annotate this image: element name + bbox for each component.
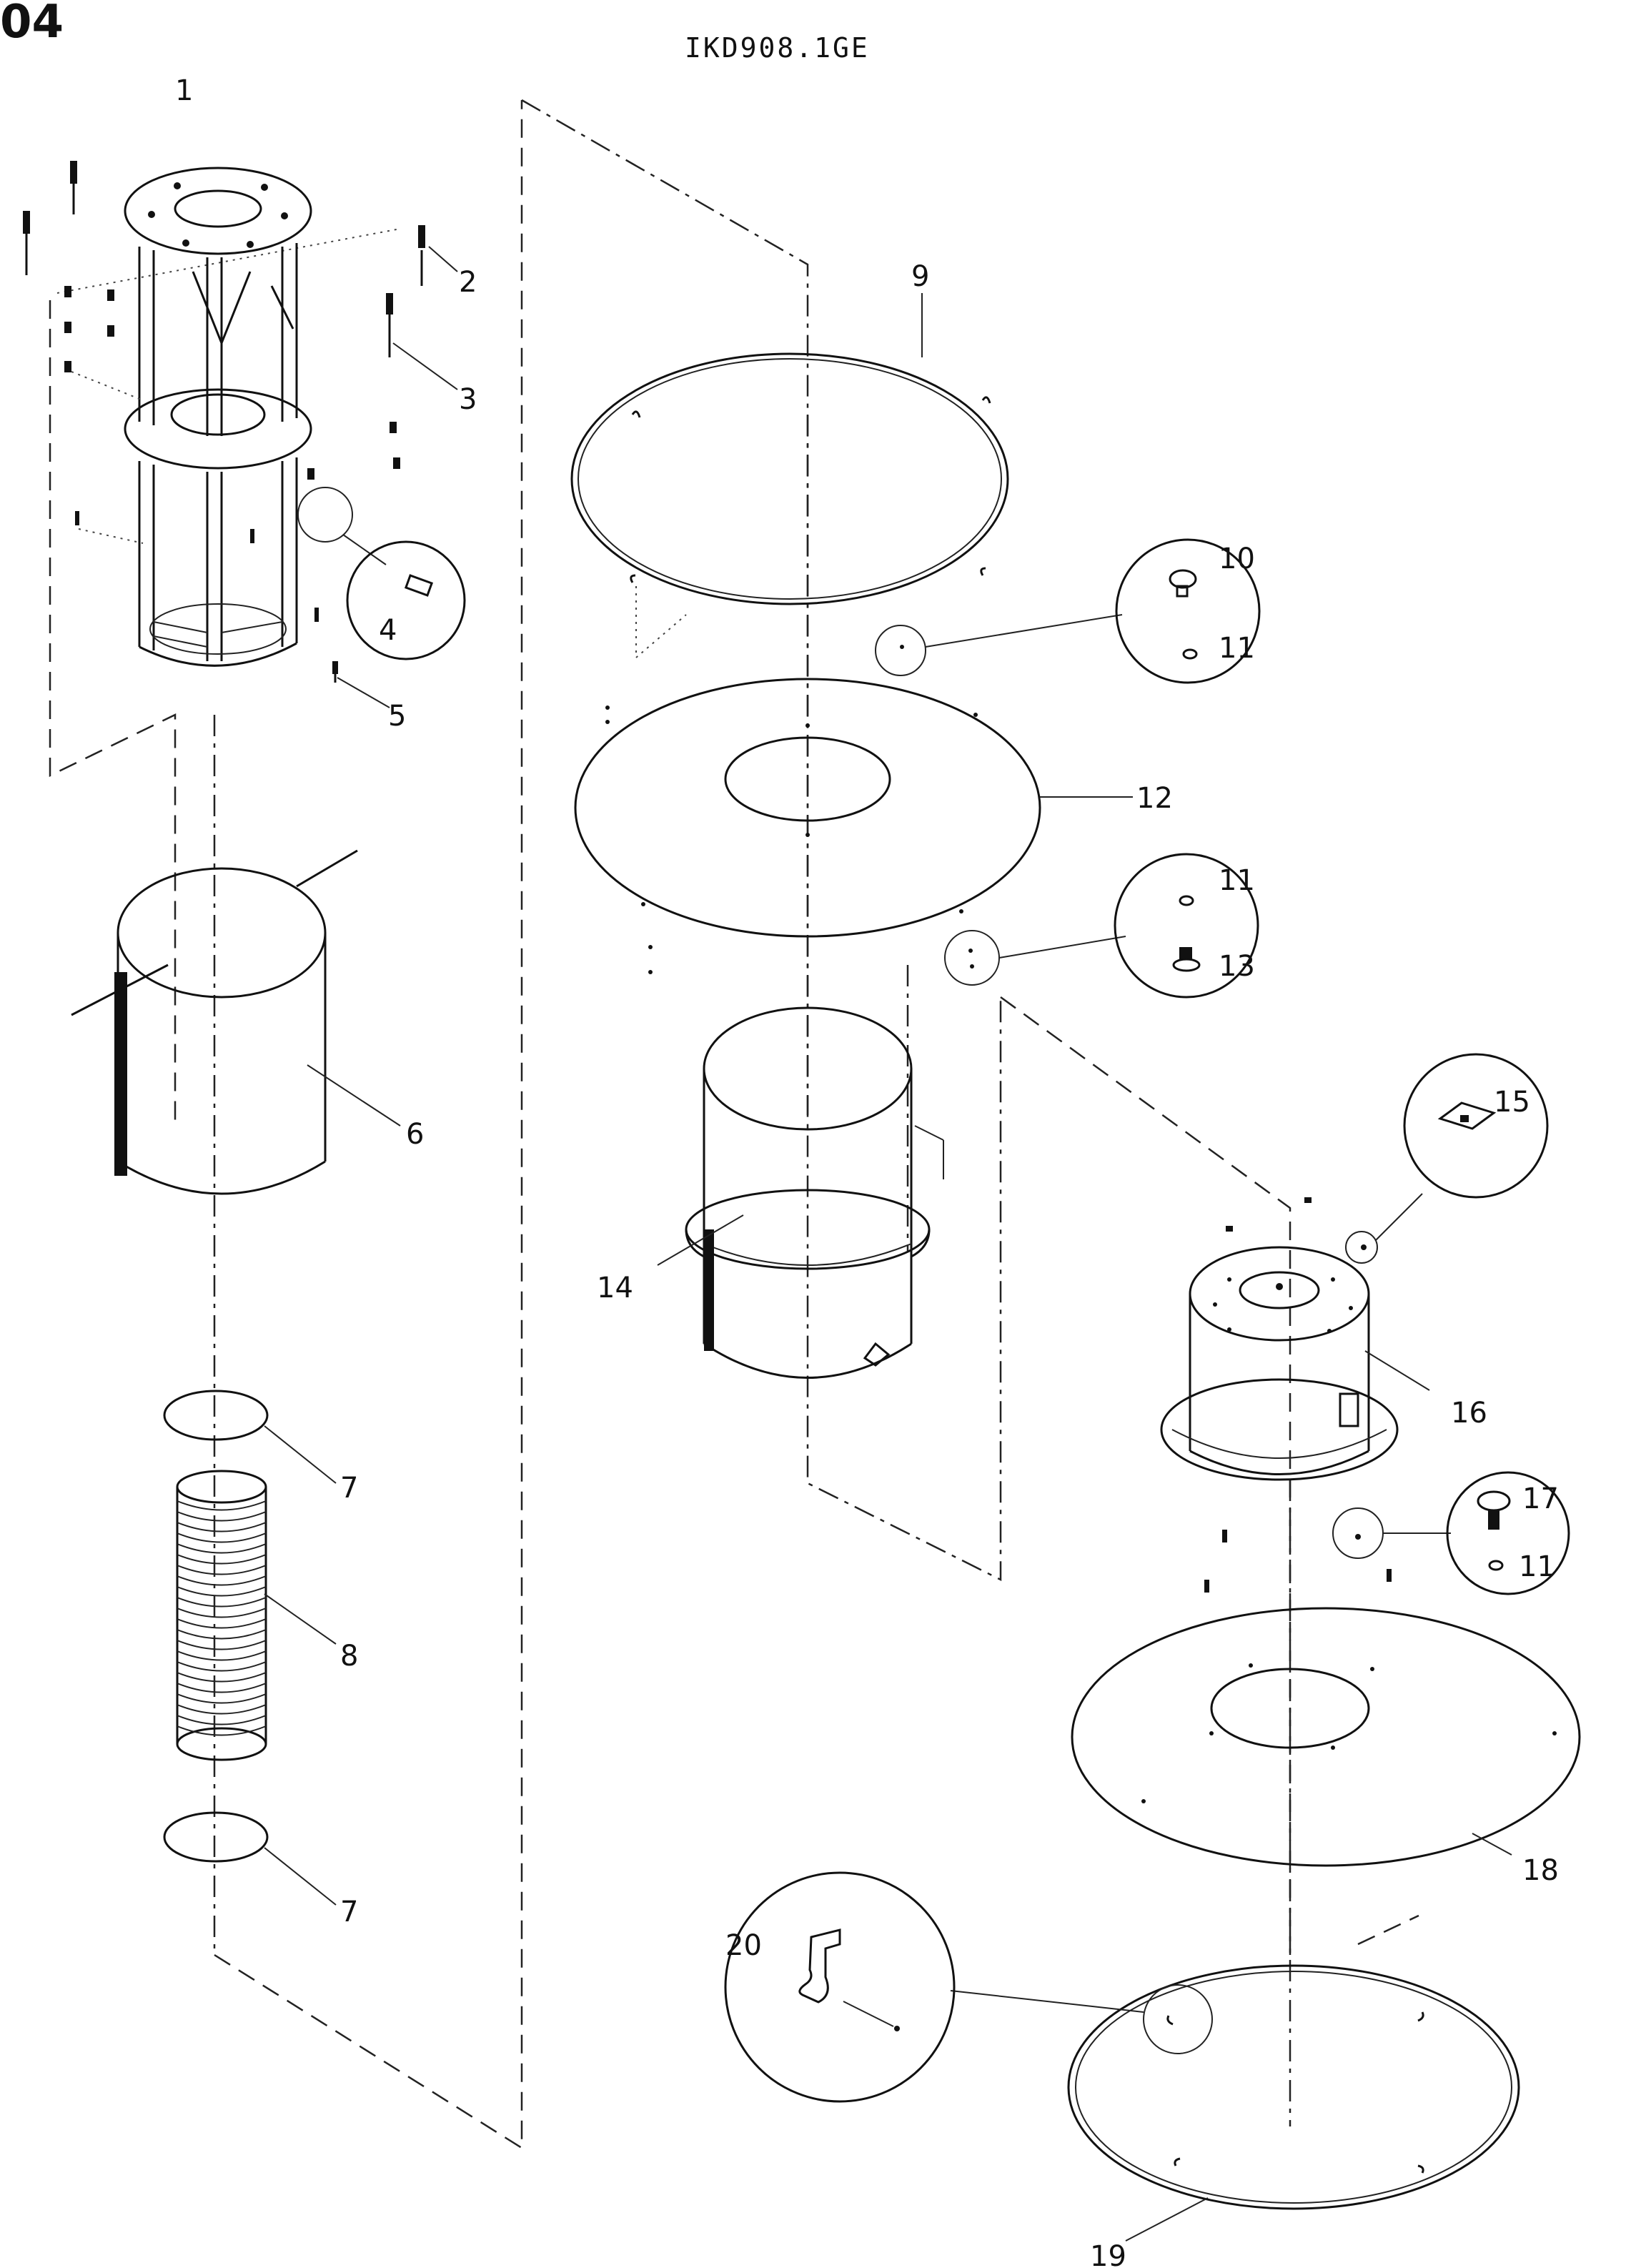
callout-11-a: 11 — [1219, 632, 1255, 665]
part-9-ring — [570, 293, 1009, 605]
callout-9: 9 — [911, 260, 929, 293]
left-assembly-guides — [49, 100, 523, 2150]
callout-11-b: 11 — [1219, 864, 1255, 897]
callout-11-c: 11 — [1519, 1550, 1555, 1583]
callout-7-lower: 7 — [340, 1896, 358, 1928]
part-12-disc — [574, 678, 1133, 974]
part-3-screw — [386, 293, 458, 390]
callout-17: 17 — [1522, 1482, 1559, 1515]
part-14-drum — [657, 1006, 944, 1379]
part-10-11-detail-bubble — [875, 538, 1261, 684]
callout-19: 19 — [1090, 2240, 1126, 2268]
callout-4: 4 — [379, 614, 397, 647]
part-11-13-detail-bubble — [944, 853, 1259, 999]
callout-20: 20 — [725, 1929, 762, 1962]
callout-14: 14 — [597, 1272, 633, 1304]
callout-5: 5 — [388, 700, 406, 733]
callout-labels: 1 2 3 4 5 6 7 8 7 9 10 11 12 11 13 14 15… — [175, 74, 1559, 2268]
part-15-detail-bubble — [1345, 1053, 1549, 1264]
part-7-clamp-upper — [163, 1390, 337, 1484]
part-5-screw — [332, 661, 390, 708]
part-20-detail-bubble — [724, 1871, 1213, 2103]
callout-18: 18 — [1522, 1854, 1559, 1887]
callout-8: 8 — [340, 1640, 358, 1673]
part-1-support-frame — [64, 167, 400, 667]
callout-15: 15 — [1494, 1086, 1530, 1119]
callout-7-upper: 7 — [340, 1472, 358, 1505]
middle-assembly-guides — [521, 99, 1002, 1582]
callout-2: 2 — [459, 266, 477, 299]
part-7-clamp-lower — [163, 1811, 337, 1906]
right-assembly-guides — [1000, 996, 1419, 2126]
part-19-bottom-ring — [1067, 1964, 1520, 2242]
callout-6: 6 — [406, 1118, 424, 1151]
callout-16: 16 — [1451, 1397, 1487, 1430]
callout-1: 1 — [175, 74, 193, 107]
part-2-screws — [23, 161, 458, 286]
drawing-id: IKD908.1GE — [685, 32, 870, 64]
part-4-detail-bubble — [297, 487, 466, 660]
part-17-11-detail-bubble — [1204, 1471, 1570, 1595]
part-6-cylinder — [71, 849, 401, 1195]
part-16-motor-housing — [1160, 1197, 1430, 1481]
page-mark: 04 — [0, 0, 64, 49]
part-8-flexible-hose — [176, 1470, 337, 1761]
callout-10: 10 — [1219, 543, 1255, 575]
part-18-base-disc — [1071, 1607, 1581, 1867]
callout-3: 3 — [459, 383, 477, 416]
callout-12: 12 — [1136, 782, 1173, 815]
callout-13: 13 — [1219, 950, 1255, 983]
